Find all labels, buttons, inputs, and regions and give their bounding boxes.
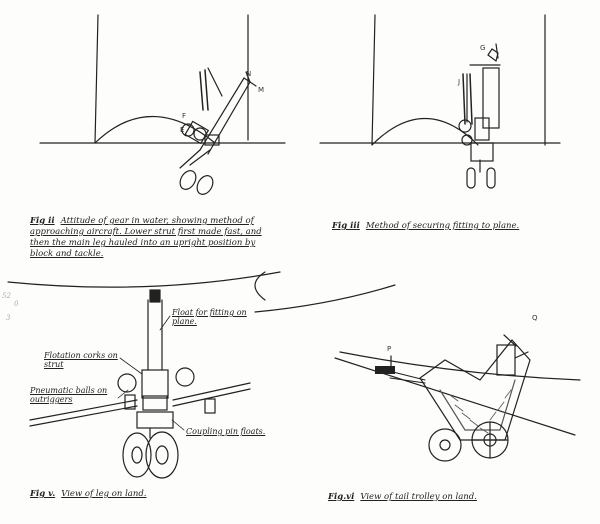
fig3-wheels bbox=[466, 159, 496, 189]
fig2-letter-e: E bbox=[180, 126, 185, 134]
fig2-caption-text: Attitude of gear in water, showing metho… bbox=[30, 216, 262, 259]
fig3-caption: Fig iii Method of securing fitting to pla… bbox=[332, 221, 582, 232]
fig2-letter-m: M bbox=[258, 86, 265, 94]
fig5-leg bbox=[29, 289, 251, 429]
fig2-fuselage bbox=[39, 14, 286, 144]
margin-mark-1: 52 bbox=[2, 292, 11, 300]
fig3-fuselage bbox=[319, 14, 561, 146]
fig3-letter-j: J bbox=[458, 78, 461, 86]
fig3-letter-g: G bbox=[480, 44, 486, 52]
fig5-caption-text: View of leg on land. bbox=[61, 489, 147, 499]
fig2-leg bbox=[181, 67, 257, 155]
fig5-label-corks: Flotation corks on strut bbox=[44, 351, 118, 369]
fig2-drawing bbox=[39, 14, 286, 195]
fig6-letter-p: P bbox=[387, 345, 392, 353]
fig5-drawing bbox=[7, 271, 396, 479]
fig3-drawing bbox=[319, 14, 561, 189]
fig3-number: Fig iii bbox=[332, 221, 360, 231]
fig5-wheels bbox=[122, 427, 179, 479]
fig5-leaders bbox=[117, 315, 185, 431]
fig6-caption-text: View of tail trolley on land. bbox=[360, 492, 477, 502]
margin-mark-3: 3 bbox=[6, 314, 11, 322]
fig6-fuselage bbox=[334, 351, 581, 436]
fig6-number: Fig.vi bbox=[328, 492, 355, 502]
fig6-caption: Fig.vi View of tail trolley on land. bbox=[328, 492, 578, 503]
fig2-number: Fig ii bbox=[30, 216, 55, 226]
fig2-letter-n: N bbox=[246, 70, 252, 78]
fig5-label-balls: Pneumatic balls on outriggers bbox=[30, 386, 108, 404]
fig5-wing bbox=[7, 271, 396, 313]
fig5-number: Fig v. bbox=[30, 489, 56, 499]
fig6-trolley bbox=[375, 334, 531, 441]
fig6-wheels bbox=[428, 421, 509, 462]
fig2-letter-f: F bbox=[182, 112, 187, 120]
fig5-label-float: Float for fitting on plane. bbox=[172, 308, 247, 326]
fig6-drawing bbox=[334, 334, 581, 462]
margin-mark-2: 0 bbox=[14, 300, 19, 308]
fig5-label-pin: Coupling pin floats. bbox=[186, 427, 266, 436]
fig2-wheels bbox=[179, 149, 214, 195]
fig3-caption-text: Method of securing fitting to plane. bbox=[365, 221, 520, 231]
fig5-caption: Fig v. View of leg on land. bbox=[30, 489, 275, 500]
fig3-leg bbox=[458, 43, 501, 162]
fig6-letter-q: Q bbox=[532, 314, 538, 322]
